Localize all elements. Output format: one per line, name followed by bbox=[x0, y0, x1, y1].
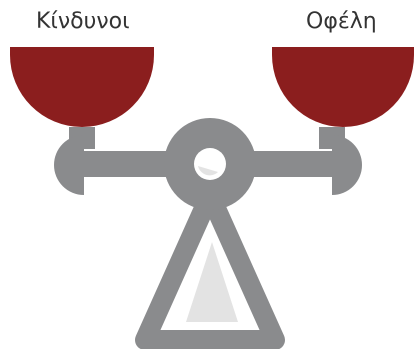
hub-hole-highlight bbox=[198, 166, 218, 176]
left-beam-end bbox=[54, 135, 84, 195]
right-pan bbox=[272, 47, 414, 127]
right-beam-end bbox=[332, 135, 362, 195]
stand-highlight bbox=[186, 242, 238, 322]
risks-label: Κίνδυνοι bbox=[36, 9, 130, 34]
left-pan bbox=[10, 47, 154, 127]
benefits-label: Οφέλη bbox=[306, 9, 377, 34]
